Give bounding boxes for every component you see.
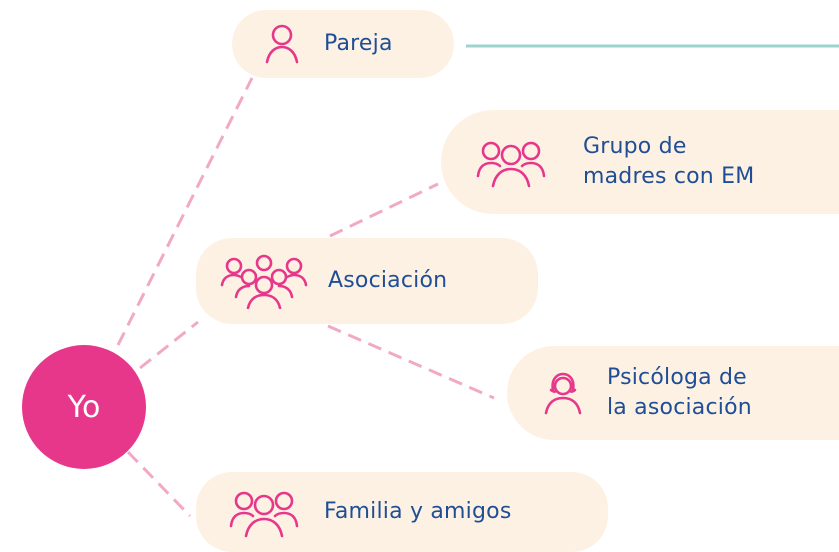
node-psicologa-line2: la asociación xyxy=(607,395,752,420)
person-icon xyxy=(254,22,310,66)
node-grupo-madres-line1: Grupo de xyxy=(583,134,687,160)
link-asociacion-psicologa xyxy=(327,324,495,400)
link-yo-familia xyxy=(126,450,192,518)
link-asociacion-grupo xyxy=(329,182,439,238)
group-of-three-icon xyxy=(226,486,302,538)
node-psicologa: Psicóloga de la asociación xyxy=(507,346,839,440)
node-familia-amigos: Familia y amigos xyxy=(196,472,608,552)
link-yo-pareja xyxy=(116,77,254,346)
node-pareja-label: Pareja xyxy=(324,31,393,57)
node-psicologa-label: Psicóloga de la asociación xyxy=(607,363,752,422)
node-psicologa-line1: Psicóloga de xyxy=(607,365,747,391)
node-grupo-madres-line2: madres con EM xyxy=(583,164,755,189)
group-of-three-icon xyxy=(473,136,549,188)
center-node-label: Yo xyxy=(67,389,101,425)
large-group-icon xyxy=(214,253,314,309)
center-node-yo: Yo xyxy=(22,345,146,469)
node-pareja: Pareja xyxy=(232,10,454,78)
node-grupo-madres: Grupo de madres con EM xyxy=(441,110,839,214)
woman-icon xyxy=(537,370,589,416)
link-yo-asociacion xyxy=(139,320,199,370)
node-asociacion-label: Asociación xyxy=(328,268,448,294)
node-grupo-madres-label: Grupo de madres con EM xyxy=(583,132,754,191)
node-familia-amigos-label: Familia y amigos xyxy=(324,499,512,525)
node-asociacion: Asociación xyxy=(196,238,538,324)
